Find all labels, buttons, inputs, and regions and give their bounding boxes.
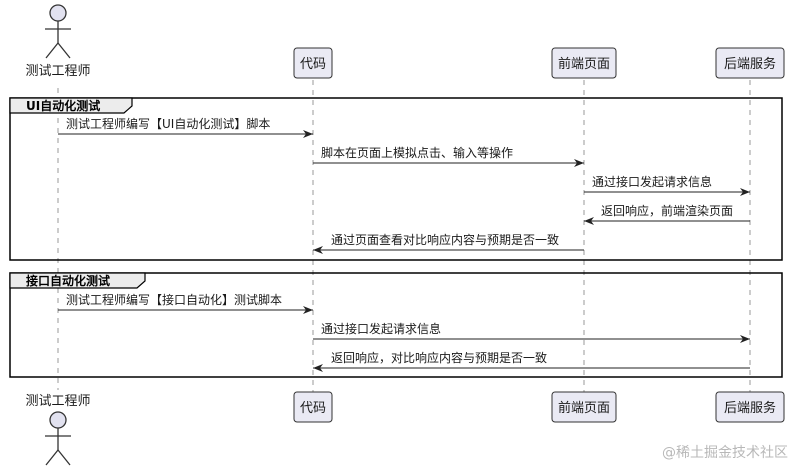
participant-backend-top-label: 后端服务 [724,56,776,72]
message-5-label: 通过页面查看对比响应内容与预期是否一致 [331,232,559,247]
group-title-api: 接口自动化测试 [26,273,110,288]
group-frame-ui: UI自动化测试 [9,97,783,261]
group-frame-api: 接口自动化测试 [9,272,783,378]
participant-backend-bottom-label: 后端服务 [724,400,776,416]
message-3-label: 通过接口发起请求信息 [592,174,712,189]
watermark-text: @稀土掘金技术社区 [662,445,788,461]
message-4: 返回响应，前端渲染页面 [584,203,750,225]
message-3: 通过接口发起请求信息 [584,174,750,196]
actor-tester-top-label: 测试工程师 [25,64,90,79]
message-5: 通过页面查看对比响应内容与预期是否一致 [313,232,584,254]
group-title-ui: UI自动化测试 [26,98,100,113]
message-1: 测试工程师编写【UI自动化测试】脚本 [58,116,313,138]
actor-head [49,4,67,22]
message-2: 脚本在页面上模拟点击、输入等操作 [313,145,584,167]
participant-code-top: 代码 [293,47,333,79]
participant-frontend-top-label: 前端页面 [558,56,610,72]
participant-code-bottom: 代码 [293,391,333,423]
message-8: 返回响应，对比响应内容与预期是否一致 [313,350,750,372]
message-8-label: 返回响应，对比响应内容与预期是否一致 [331,350,547,365]
message-7-label: 通过接口发起请求信息 [321,321,441,336]
participant-code-top-label: 代码 [300,57,326,72]
participant-frontend-bottom: 前端页面 [551,391,617,423]
participant-frontend-bottom-label: 前端页面 [558,400,610,416]
message-6-label: 测试工程师编写【接口自动化】测试脚本 [66,292,282,307]
message-7: 通过接口发起请求信息 [313,321,750,343]
actor-tester-bottom-label: 测试工程师 [25,394,90,409]
participant-backend-bottom: 后端服务 [715,391,785,423]
message-6: 测试工程师编写【接口自动化】测试脚本 [58,292,313,314]
participant-frontend-top: 前端页面 [551,47,617,79]
actor-tester-bottom [45,411,71,466]
actor-head [49,411,67,429]
message-1-label: 测试工程师编写【UI自动化测试】脚本 [66,116,270,131]
lifelines [57,80,751,392]
message-4-label: 返回响应，前端渲染页面 [601,203,733,218]
message-2-label: 脚本在页面上模拟点击、输入等操作 [321,145,513,160]
participant-code-bottom-label: 代码 [300,401,326,416]
participant-backend-top: 后端服务 [715,47,785,79]
actor-tester-top [45,4,71,59]
